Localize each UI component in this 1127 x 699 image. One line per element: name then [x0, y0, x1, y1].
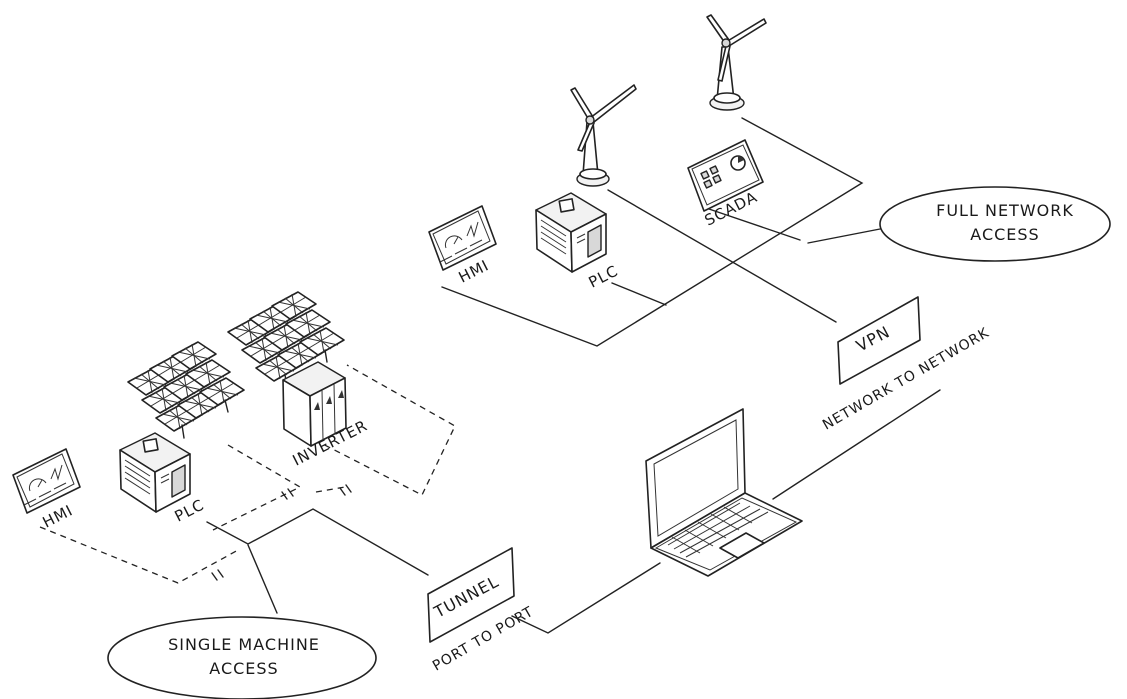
- tick-mark-solar: [281, 488, 294, 500]
- vpn-box: VPN: [837, 296, 921, 385]
- plc-to-network-line: [611, 282, 667, 306]
- solar-dashed-link-a: [212, 444, 302, 531]
- single-machine-access-line1: SINGLE MACHINE: [168, 635, 320, 654]
- bottom-network-line: [206, 508, 429, 576]
- full-network-access-line2: ACCESS: [970, 225, 1039, 244]
- single-machine-callout-pointer: [247, 544, 278, 614]
- plc-top-cabinet: [535, 192, 607, 273]
- hmi-bottom-screen: [12, 448, 81, 514]
- hmi-bottom-label: HMI: [40, 501, 76, 531]
- vpn-to-laptop-line: [772, 389, 941, 500]
- inverter-cabinet: [282, 361, 347, 447]
- wind-turbine-to-vpn-line: [607, 189, 837, 323]
- wind-turbine-right: [706, 14, 767, 111]
- laptop: [645, 408, 803, 577]
- solar-array-front: [127, 341, 245, 439]
- full-network-callout-pointer: [807, 228, 881, 244]
- single-machine-access-line2: ACCESS: [209, 659, 278, 678]
- scada-screen: [687, 139, 764, 212]
- scada-to-network-line: [705, 207, 801, 241]
- tick-mark-hmi: [211, 569, 224, 581]
- plc-top-label: PLC: [586, 262, 622, 292]
- laptop-to-tunnel-line: [511, 562, 661, 634]
- full-network-access-line1: FULL NETWORK: [936, 201, 1074, 220]
- wind-turbine-left: [570, 84, 637, 187]
- top-network-backbone: [441, 117, 864, 347]
- inverter-dashed-link: [314, 364, 456, 496]
- single-machine-access-callout: SINGLE MACHINE ACCESS: [107, 616, 377, 699]
- network-connection-lines: [39, 117, 941, 634]
- tick-mark-inverter: [339, 484, 352, 496]
- plc-bottom-cabinet: [119, 432, 191, 513]
- hmi-top-screen: [428, 205, 497, 271]
- hmi-dashed-link: [39, 526, 241, 584]
- full-network-access-callout: FULL NETWORK ACCESS: [879, 186, 1111, 262]
